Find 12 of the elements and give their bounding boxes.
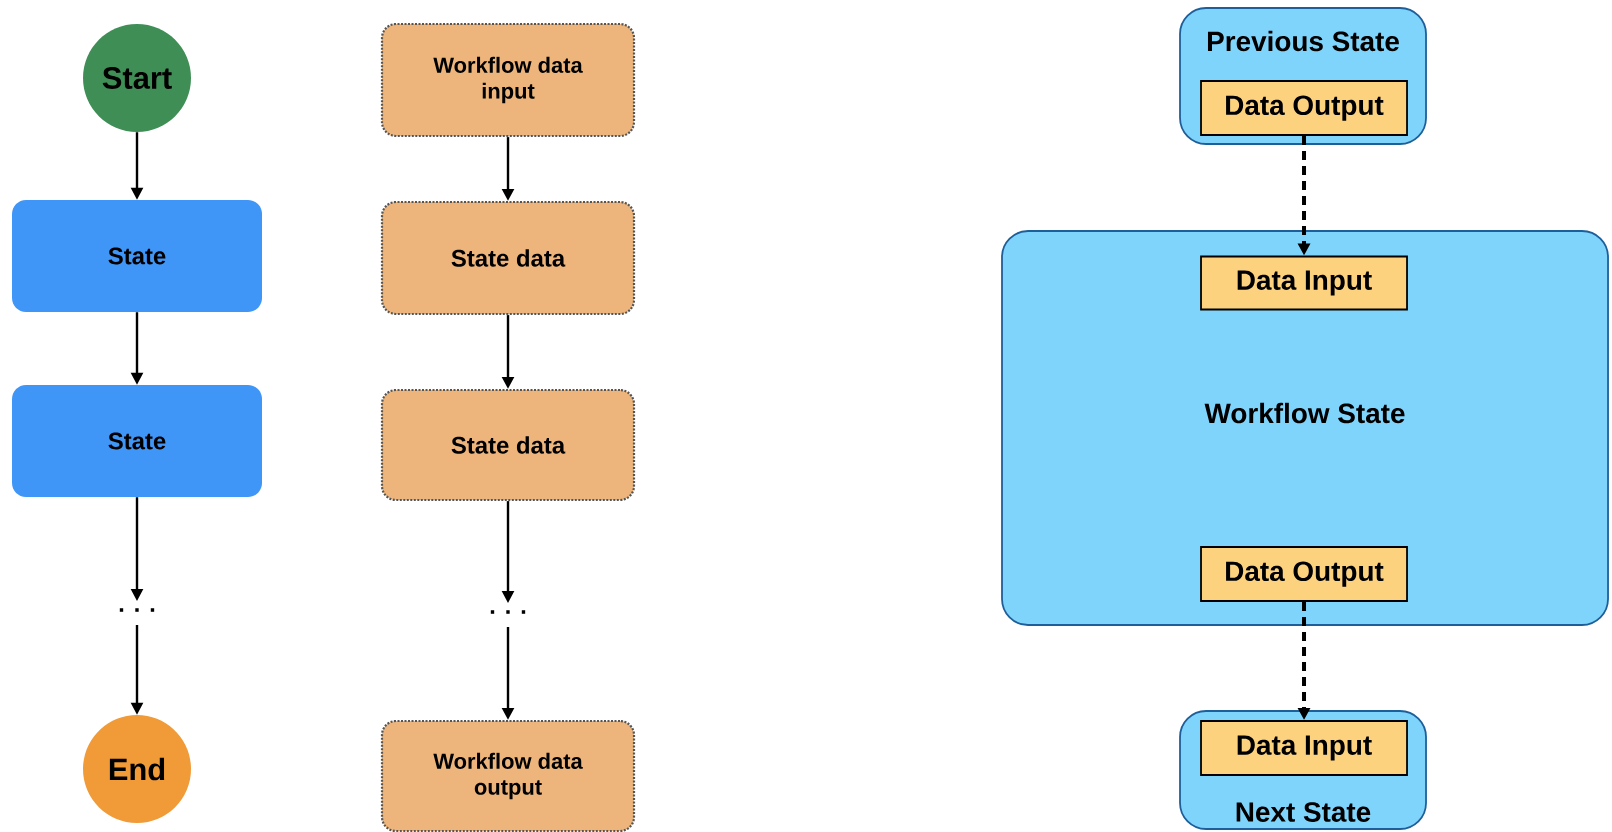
data-box: Workflow data input (380, 22, 636, 138)
data-box: State data (380, 388, 636, 502)
state-box: State (12, 200, 262, 312)
data-box: Workflow data output (380, 719, 636, 832)
data-port-box: Data Output (1200, 546, 1408, 602)
data-port-box: Data Output (1200, 80, 1408, 136)
data-port-box: Data Input (1200, 720, 1408, 776)
data-port-box: Data Input (1200, 255, 1408, 311)
ellipsis-text: . . . (490, 610, 526, 614)
data-box: State data (380, 200, 636, 316)
ellipsis-text: . . . (119, 608, 155, 612)
state-box: State (12, 385, 262, 497)
